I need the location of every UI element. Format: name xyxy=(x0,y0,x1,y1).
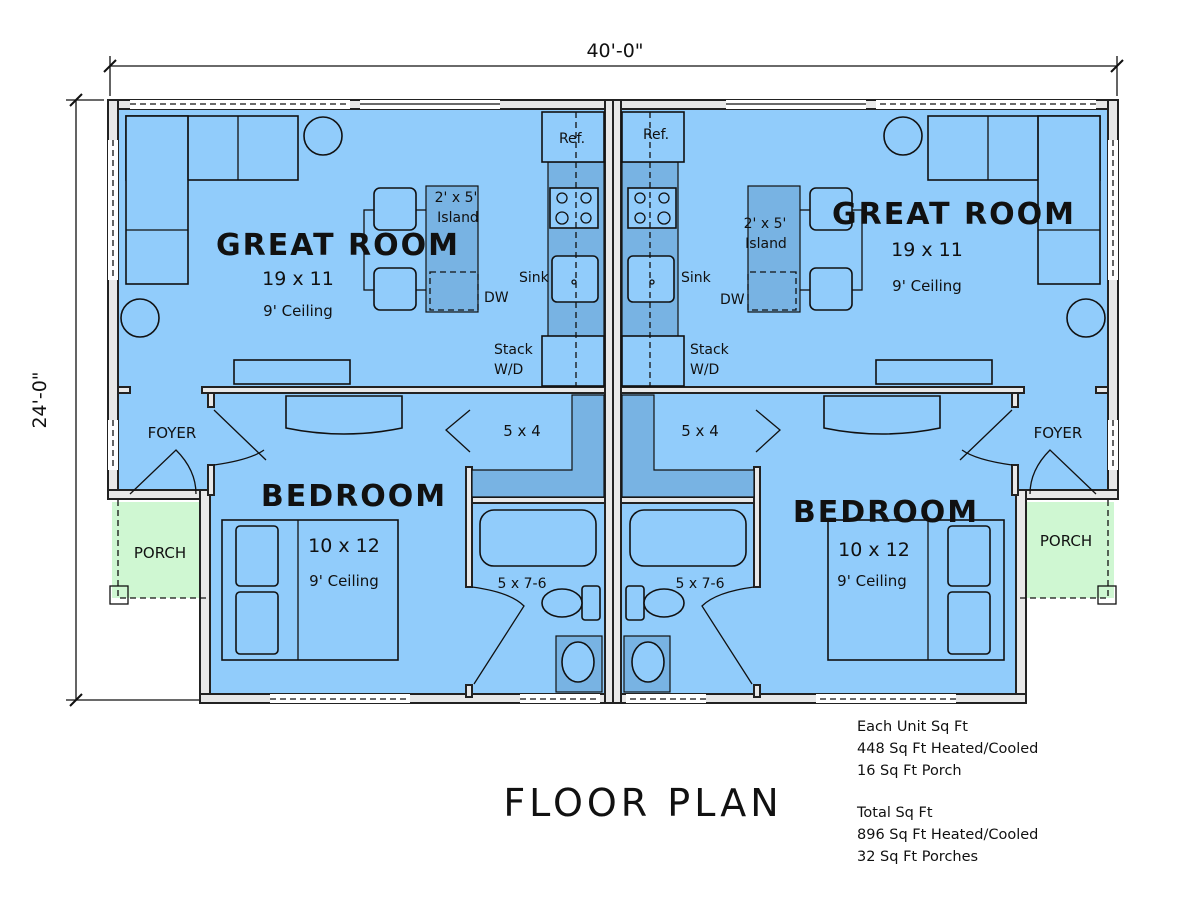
island-label: Island xyxy=(437,210,479,226)
closet-size: 5 x 4 xyxy=(681,422,719,440)
porch-label: PORCH xyxy=(1040,532,1092,550)
island-size-label: 2' x 5' xyxy=(435,190,478,206)
bedroom-size: 10 x 12 xyxy=(308,535,380,557)
dimension-width: 40'-0" xyxy=(103,40,1124,96)
unit-heading: Each Unit Sq Ft xyxy=(857,719,968,735)
ref-label: Ref. xyxy=(559,131,585,147)
dimension-depth: 24'-0" xyxy=(29,93,200,707)
great-room-ceiling: 9' Ceiling xyxy=(892,277,962,295)
bath-size: 5 x 7-6 xyxy=(676,576,725,592)
foyer-label: FOYER xyxy=(148,424,197,442)
dw-label: DW xyxy=(720,292,745,308)
unit-left xyxy=(107,99,614,704)
porch-label: PORCH xyxy=(134,544,186,562)
total-heated: 896 Sq Ft Heated/Cooled xyxy=(857,827,1038,843)
sink-label: Sink xyxy=(519,270,550,286)
foyer-label: FOYER xyxy=(1034,424,1083,442)
sink-label: Sink xyxy=(681,270,712,286)
total-porch: 32 Sq Ft Porches xyxy=(857,849,978,865)
unit-left-labels: GREAT ROOM 19 x 11 9' Ceiling Ref. 2' x … xyxy=(134,131,585,592)
great-room-size: 19 x 11 xyxy=(262,268,334,290)
closet-size: 5 x 4 xyxy=(503,422,541,440)
bedroom-ceiling: 9' Ceiling xyxy=(309,572,379,590)
depth-label: 24'-0" xyxy=(29,371,51,428)
bath-size: 5 x 7-6 xyxy=(498,576,547,592)
wd-label: W/D xyxy=(494,362,523,378)
unit-right xyxy=(612,99,1119,704)
island-size-label: 2' x 5' xyxy=(744,216,787,232)
unit-right-labels: GREAT ROOM 19 x 11 9' Ceiling Ref. 2' x … xyxy=(643,127,1092,592)
great-room-name: GREAT ROOM xyxy=(832,197,1076,232)
bedroom-size: 10 x 12 xyxy=(838,539,910,561)
bedroom-name: BEDROOM xyxy=(793,495,979,530)
dw-label: DW xyxy=(484,290,509,306)
great-room-name: GREAT ROOM xyxy=(216,228,460,263)
width-label: 40'-0" xyxy=(586,40,643,62)
stack-label: Stack xyxy=(690,342,730,358)
plan-title: FLOOR PLAN xyxy=(503,781,782,825)
great-room-ceiling: 9' Ceiling xyxy=(263,302,333,320)
stack-label: Stack xyxy=(494,342,534,358)
island-label: Island xyxy=(745,236,787,252)
ref-label: Ref. xyxy=(643,127,669,143)
wd-label: W/D xyxy=(690,362,719,378)
great-room-size: 19 x 11 xyxy=(891,239,963,261)
unit-porch: 16 Sq Ft Porch xyxy=(857,763,962,779)
unit-heated: 448 Sq Ft Heated/Cooled xyxy=(857,741,1038,757)
square-footage: Each Unit Sq Ft 448 Sq Ft Heated/Cooled … xyxy=(856,719,1038,865)
total-heading: Total Sq Ft xyxy=(856,805,933,821)
bedroom-ceiling: 9' Ceiling xyxy=(837,572,907,590)
bedroom-name: BEDROOM xyxy=(261,479,447,514)
